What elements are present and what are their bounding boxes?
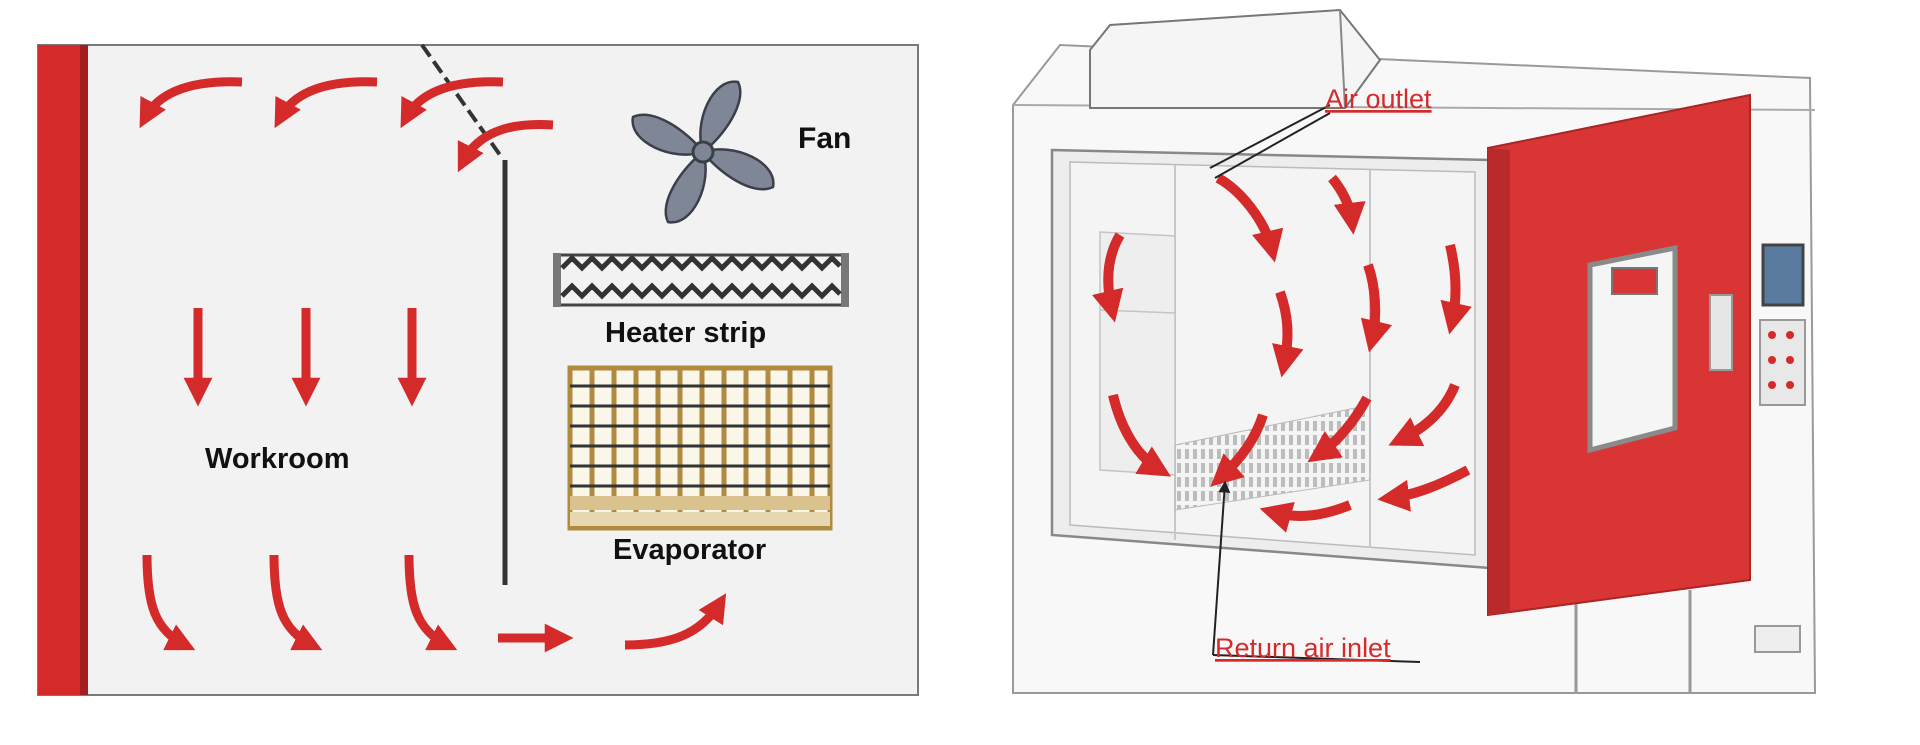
airflow-arrow <box>274 77 378 129</box>
airflow-arrow <box>139 77 243 129</box>
control-panel <box>1759 319 1806 406</box>
heater-strip-label: Heater strip <box>605 317 766 349</box>
airflow-arrow <box>1210 413 1268 487</box>
fan-icon <box>631 80 775 224</box>
airflow-arrow <box>1259 500 1352 533</box>
airflow-arrow <box>269 554 323 651</box>
airflow-arrow <box>1092 232 1125 323</box>
door-handle <box>1709 294 1733 371</box>
right-chamber-illustration: Air outlet Return air inlet <box>1012 8 1817 694</box>
airflow-arrow <box>1388 383 1460 447</box>
door-strip <box>38 45 86 695</box>
heater-strip-icon <box>553 253 849 307</box>
airflow-arrows <box>139 77 727 653</box>
fan-label: Fan <box>798 122 851 155</box>
return-inlet-leader <box>1212 480 1231 656</box>
evaporator-icon <box>567 365 833 531</box>
airflow-arrow <box>1272 290 1304 378</box>
airflow-arrow <box>1377 465 1471 512</box>
airflow-arrow <box>1307 395 1372 463</box>
airflow-arrow <box>1360 263 1393 353</box>
airflow-arrow <box>457 120 554 173</box>
airflow-arrow <box>1215 173 1284 263</box>
airflow-arrow <box>142 554 196 651</box>
air-outlet-leader <box>1209 104 1331 169</box>
airflow-arrow <box>400 77 504 129</box>
airflow-arrow <box>404 554 458 651</box>
outlet-box <box>1089 8 1382 109</box>
control-screen <box>1761 243 1805 307</box>
left-schematic: Fan Heater strip <box>37 43 919 696</box>
door-window <box>1587 244 1678 454</box>
workroom-label: Workroom <box>205 443 349 475</box>
airflow-arrow <box>624 593 727 650</box>
circulation-arrows <box>1092 173 1472 533</box>
airflow-arrow <box>1440 243 1472 335</box>
evaporator-label: Evaporator <box>613 534 766 566</box>
airflow-arrow <box>1328 174 1366 235</box>
air-outlet-label: Air outlet <box>1325 84 1432 114</box>
airflow-arrow <box>1108 393 1171 477</box>
return-air-inlet-label: Return air inlet <box>1215 633 1391 663</box>
